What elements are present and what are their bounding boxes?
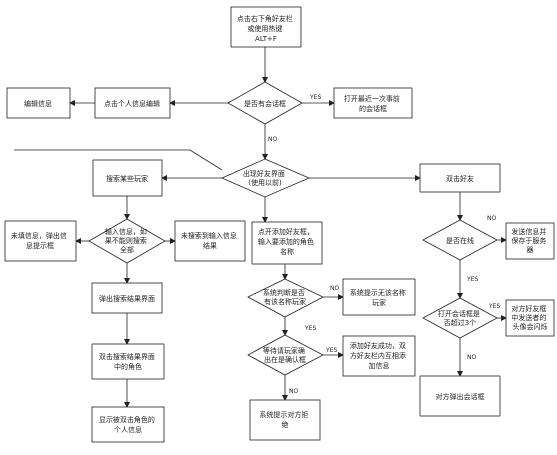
node-no-info <box>4 220 77 262</box>
node-flash-msg <box>505 299 555 337</box>
node-show-role <box>91 406 165 443</box>
node-popup-result <box>91 282 163 314</box>
node-show-role-text: 显示被双击角色的 个人信息 <box>99 415 157 434</box>
node-no-info-text: 未填信息，弹出信 息提示框 <box>11 231 69 250</box>
node-input-info-decision <box>88 218 166 264</box>
node-click-personal-text: 点击个人信息编辑 <box>104 99 160 108</box>
node-no-player-msg-text: 系统提示无该名称 玩家 <box>350 288 408 307</box>
node-search-player-text: 搜索某些玩家 <box>106 174 148 183</box>
node-search-result-input-text: 未搜索到输入信息 结果 <box>181 231 239 250</box>
label-yes-count: YES <box>488 303 500 310</box>
label-no-count: NO <box>467 354 476 361</box>
label-no-wait: NO <box>289 388 298 395</box>
node-has-chat-decision <box>227 81 303 125</box>
node-friend-ui-text: 出现好友界面 (使用以前) <box>243 169 287 187</box>
label-yes-judge: YES <box>304 325 316 332</box>
node-start-text: 点击右下角好友栏 或使用热键 ALT+F <box>237 14 295 43</box>
node-click-personal <box>94 87 171 119</box>
node-chat-count-text: 打开会话框是 否超过3个 <box>438 309 482 327</box>
node-offline-msg-text: 发送信息并 保存于服务 器 <box>511 227 548 254</box>
node-click-add <box>251 221 323 265</box>
node-double-friend-text: 双击好友 <box>446 174 474 183</box>
node-online-check-text: 是否在线 <box>446 236 474 245</box>
node-offline-msg <box>505 222 555 260</box>
node-double-result <box>91 343 165 380</box>
label-yes-online: YES <box>466 276 478 283</box>
node-online-check-decision <box>422 219 498 261</box>
flow-edges: YES NO NO YES <box>14 47 507 408</box>
node-search-player <box>92 159 163 197</box>
node-sys-reject-text: 系统提示对方拒 绝 <box>259 410 310 429</box>
node-wait-confirm-text: 等待请玩家确 出在是确认框 <box>263 346 307 364</box>
label-no-online: NO <box>487 215 496 222</box>
node-has-chat-text: 是否有会话框 <box>244 99 286 108</box>
label-no-has-chat: NO <box>268 136 277 143</box>
node-double-friend <box>419 163 501 193</box>
node-search-result-input <box>174 220 246 262</box>
node-input-info-text: 输入信息，如 果不能则搜索 全部 <box>105 227 149 254</box>
node-chat-count-decision <box>422 297 498 339</box>
edge-friend-to-left-border <box>14 149 223 171</box>
label-yes-wait: YES <box>325 347 337 354</box>
node-edit-info <box>6 87 71 119</box>
node-sys-reject <box>249 399 321 441</box>
node-open-recent-text: 打开最近一次事前 的会话框 <box>344 94 402 113</box>
node-start <box>230 6 302 48</box>
node-sys-judge-decision <box>247 278 324 318</box>
flow-nodes: 点击右下角好友栏 或使用热键 ALT+F 是否有会话框 打开最近一次事前 的会话… <box>4 6 555 443</box>
node-sys-judge-text: 系统判断是否 有该名称玩家 <box>263 288 307 306</box>
node-wait-confirm-decision <box>247 334 324 376</box>
node-flash-msg-text: 对方好友框 中发送者的 头像会闪烁 <box>511 304 548 331</box>
node-add-success-text: 添加好友成功，双 方好友栏内互相添 加信息 <box>350 341 408 370</box>
node-open-recent <box>333 87 413 119</box>
node-popup-chat <box>419 375 501 417</box>
label-yes-has-chat: YES <box>309 94 321 101</box>
node-add-success <box>342 335 416 377</box>
node-no-player-msg <box>342 278 416 316</box>
label-no-judge: NO <box>330 285 339 292</box>
node-popup-result-text: 弹出搜索结果界面 <box>99 294 155 303</box>
node-edit-info-text: 编辑信息 <box>24 99 52 108</box>
node-friend-ui-decision <box>221 158 311 198</box>
node-popup-chat-text: 对方弹出会话框 <box>436 392 485 401</box>
node-click-add-text: 点开添加好友框， 输入要添加的角色 名称 <box>258 227 316 256</box>
node-double-result-text: 双击搜索结果界面 中的角色 <box>99 352 157 371</box>
